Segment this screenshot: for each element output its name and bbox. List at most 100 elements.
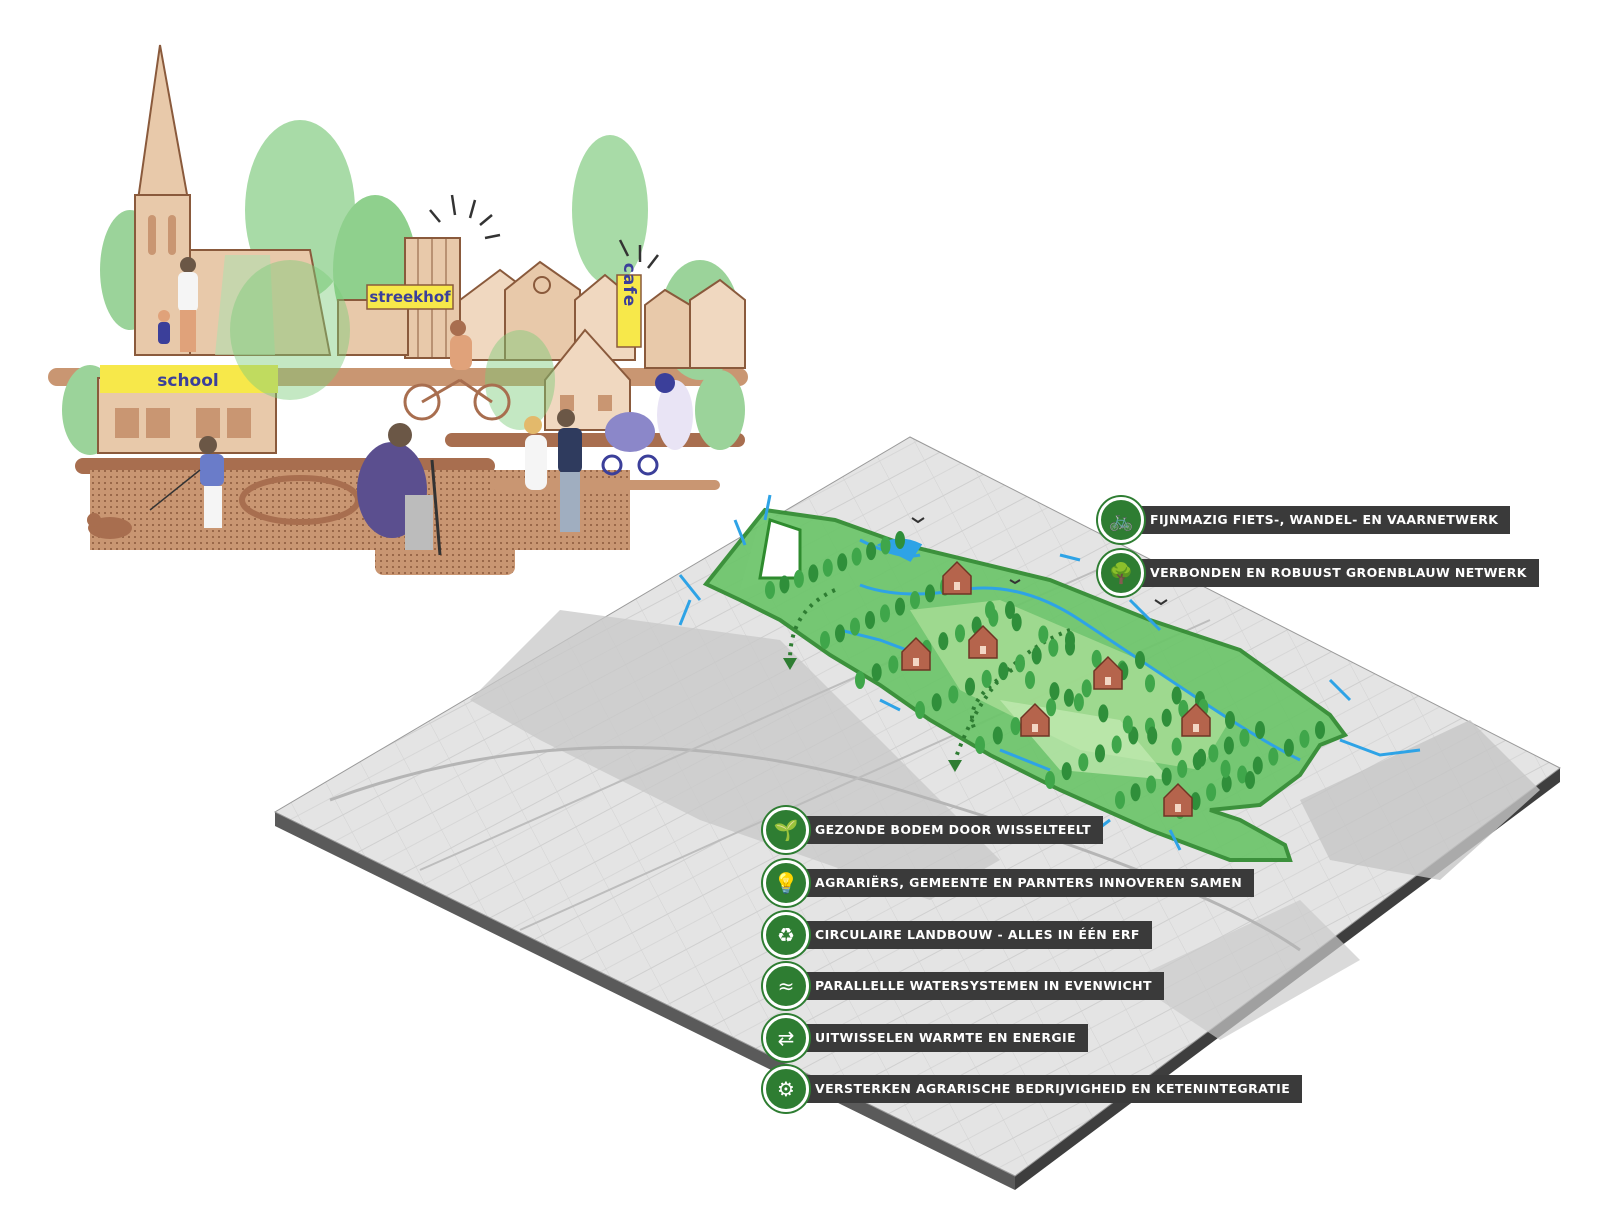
- tree: [938, 632, 949, 651]
- tree: [1015, 654, 1025, 673]
- gears-icon: ⚙: [763, 1066, 809, 1112]
- tree: [779, 575, 790, 594]
- tree: [1315, 721, 1325, 739]
- birds: [911, 517, 1168, 606]
- legend-item-healthy-soil: 🌱 GEZONDE BODEM DOOR WISSELTEELT: [763, 807, 1104, 853]
- tree: [910, 591, 920, 609]
- tree: [1046, 698, 1057, 717]
- tree: [1010, 717, 1021, 736]
- tree: [1061, 762, 1072, 781]
- tree: [835, 624, 845, 643]
- tree: [765, 581, 775, 599]
- tree: [851, 547, 862, 566]
- legend-item-cycling-network: 🚲 FIJNMAZIG FIETS-, WANDEL- EN VAARNETWE…: [1098, 497, 1511, 543]
- bicycle-icon: 🚲: [1098, 497, 1144, 543]
- tree: [1011, 613, 1022, 632]
- flow-arrows: [788, 588, 1071, 761]
- tree: [820, 631, 830, 649]
- tree: [1049, 682, 1060, 701]
- legend-item-innovation: 💡 AGRARIËRS, GEMEENTE EN PARNTERS INNOVE…: [763, 860, 1255, 906]
- tree: [1208, 744, 1219, 763]
- tree: [915, 701, 925, 719]
- tree: [1098, 704, 1109, 723]
- tree: [1073, 693, 1084, 712]
- waves-icon: ≈: [763, 963, 809, 1009]
- tree: [895, 531, 905, 549]
- tree: [808, 564, 819, 583]
- legend-text: GEZONDE BODEM DOOR WISSELTEELT: [801, 816, 1104, 844]
- tree: [1177, 759, 1188, 778]
- tree: [850, 617, 860, 636]
- tree: [1225, 711, 1235, 729]
- tree: [1065, 637, 1075, 656]
- tree: [1239, 728, 1250, 747]
- tree: [871, 663, 882, 682]
- tree: [1221, 774, 1232, 793]
- tree: [865, 611, 875, 629]
- tree: [1171, 737, 1182, 756]
- farmhouse: [942, 560, 972, 595]
- legend-text: FIJNMAZIG FIETS-, WANDEL- EN VAARNETWERK: [1136, 506, 1511, 534]
- tree: [1145, 674, 1155, 693]
- tree: [880, 604, 890, 623]
- lightbulb-icon: 💡: [763, 860, 809, 906]
- tree: [1063, 688, 1074, 707]
- legend-item-heat-energy: ⇄ UITWISSELEN WARMTE EN ENERGIE: [763, 1015, 1089, 1061]
- legend-text: AGRARIËRS, GEMEENTE EN PARNTERS INNOVERE…: [801, 869, 1255, 897]
- tree: [998, 662, 1009, 681]
- tree: [1147, 726, 1158, 745]
- tree: [1196, 748, 1207, 767]
- tree: [1171, 686, 1182, 705]
- tree: [1135, 651, 1145, 669]
- tree: [1206, 783, 1217, 802]
- tree: [1005, 601, 1015, 619]
- legend-text: VERBONDEN EN ROBUUST GROENBLAUW NETWERK: [1136, 559, 1539, 587]
- tree: [955, 624, 965, 643]
- trees-icon: 🌳: [1098, 550, 1144, 596]
- tree: [965, 677, 975, 696]
- tree: [1190, 792, 1201, 811]
- farmhouse: [1181, 702, 1211, 737]
- arrow-heads: [783, 658, 962, 772]
- tree: [1091, 649, 1102, 668]
- plant-icon: 🌱: [763, 807, 809, 853]
- tree: [895, 597, 905, 616]
- tree: [985, 601, 995, 619]
- tree: [1081, 679, 1092, 698]
- tree: [1038, 625, 1049, 644]
- tree: [888, 655, 899, 674]
- tree: [866, 542, 877, 561]
- urban-area-bottom: [1130, 900, 1360, 1040]
- streekhof-sign: streekhof: [369, 288, 451, 306]
- tree: [981, 669, 992, 688]
- tree: [1237, 765, 1248, 784]
- tree: [1268, 747, 1279, 766]
- cafe-sign: cafe: [619, 263, 639, 307]
- legend-text: VERSTERKEN AGRARISCHE BEDRIJVIGHEID EN K…: [801, 1075, 1303, 1103]
- tree: [1161, 767, 1172, 786]
- tree: [1223, 736, 1234, 755]
- tree: [1115, 791, 1125, 809]
- tree: [837, 553, 848, 572]
- legend-text: CIRCULAIRE LANDBOUW - ALLES IN ÉÉN ERF: [801, 921, 1152, 949]
- tree: [1130, 783, 1141, 802]
- tree: [1048, 638, 1059, 657]
- tree: [1161, 708, 1172, 727]
- school-sign: school: [157, 371, 218, 391]
- tree: [1255, 721, 1265, 739]
- tree: [1045, 771, 1055, 789]
- tree: [1031, 646, 1042, 665]
- tree: [1078, 753, 1089, 772]
- recycle-icon: ♻: [763, 912, 809, 958]
- tree: [1122, 715, 1133, 734]
- farmhouse: [1163, 782, 1193, 817]
- urban-area-right: [1300, 720, 1540, 880]
- tree: [1095, 744, 1105, 763]
- tree: [975, 736, 985, 754]
- farmhouse: [1093, 655, 1123, 690]
- tree: [880, 536, 891, 555]
- tree: [1252, 756, 1263, 775]
- tree: [1025, 671, 1035, 689]
- tree: [992, 726, 1003, 745]
